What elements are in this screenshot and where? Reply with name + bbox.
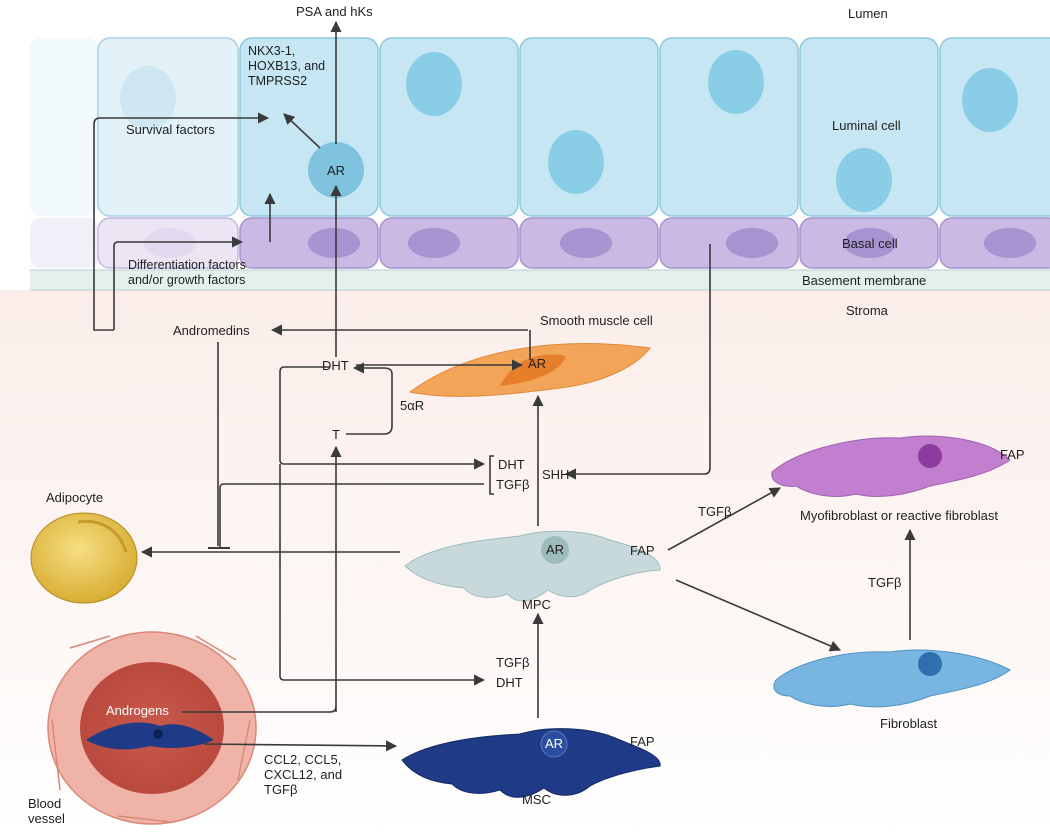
smooth-muscle-label: Smooth muscle cell <box>540 313 653 328</box>
andromedins-label: Andromedins <box>173 323 250 338</box>
basement-membrane <box>30 270 1050 290</box>
luminal-cells <box>97 37 1050 217</box>
basement-membrane-label: Basement membrane <box>802 273 927 288</box>
basal-cells <box>97 217 1050 269</box>
dht-low-label: DHT <box>496 675 523 690</box>
ar-mpc-label: AR <box>546 542 565 557</box>
faded-cells <box>30 38 98 268</box>
pathway-arrows <box>93 20 916 752</box>
stroma-label: Stroma <box>846 303 888 318</box>
t-label: T <box>332 427 340 442</box>
fap-myo-label: FAP <box>1000 447 1025 462</box>
msc-cell <box>401 728 661 798</box>
chemokines-label: CCL2, CCL5, CXCL12, and TGFβ <box>264 752 343 797</box>
ar-luminal-label: AR <box>326 163 346 178</box>
myofibroblast-label: Myofibroblast or reactive fibroblast <box>800 508 998 523</box>
tgfb-low-label: TGFβ <box>496 655 530 670</box>
tgfb-mid-label: TGFβ <box>496 477 530 492</box>
mpc-cell <box>404 530 661 602</box>
adipocyte-cell <box>30 512 138 604</box>
psa-label: PSA and hKs <box>296 4 373 19</box>
survival-factors-label: Survival factors <box>126 122 215 137</box>
dht-tgfb-bracket <box>489 455 494 495</box>
fap-msc-label: FAP <box>630 734 655 749</box>
basal-cell-label: Basal cell <box>842 236 898 251</box>
androgens-label: Androgens <box>106 703 169 718</box>
fibroblast-cell <box>773 649 1011 708</box>
mpc-label: MPC <box>522 597 551 612</box>
shh-label: SHH <box>542 467 570 482</box>
differentiation-label: Differentiation factors and/or growth fa… <box>128 258 246 287</box>
nkx-label: NKX3-1, HOXB13, and TMPRSS2 <box>248 44 326 88</box>
adipocyte-label: Adipocyte <box>46 490 104 505</box>
tgfb-fibro-label: TGFβ <box>868 575 902 590</box>
lumen-label: Lumen <box>848 6 888 21</box>
ar-smooth-label: AR <box>528 356 547 371</box>
five-alpha-r-label: 5αR <box>400 398 425 413</box>
luminal-cell-label: Luminal cell <box>832 118 901 133</box>
ar-msc-label: AR <box>545 736 564 751</box>
dht-top-label: DHT <box>322 358 349 373</box>
blood-vessel-label: Blood vessel <box>28 796 65 826</box>
msc-label: MSC <box>522 792 551 807</box>
fap-mpc-label: FAP <box>630 543 655 558</box>
dht-mid-label: DHT <box>498 457 525 472</box>
myofibroblast-cell <box>771 435 1011 497</box>
tgfb-to-myo-label: TGFβ <box>698 504 732 519</box>
blood-vessel <box>47 631 257 825</box>
fibroblast-label: Fibroblast <box>880 716 938 731</box>
smooth-muscle-cell <box>408 343 651 397</box>
